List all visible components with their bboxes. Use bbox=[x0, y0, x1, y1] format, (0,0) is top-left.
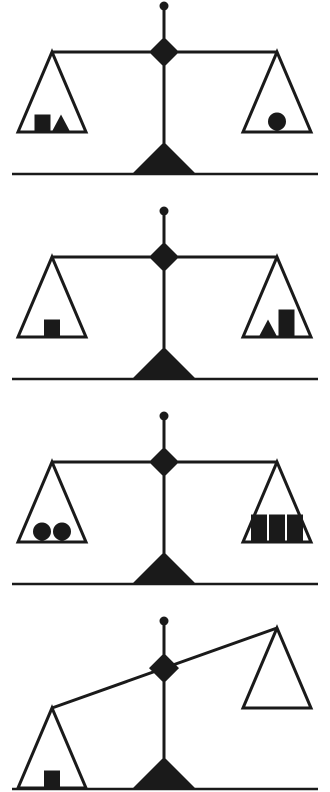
left-pan bbox=[18, 52, 86, 132]
left-item-square bbox=[35, 115, 51, 131]
right-item-tall-rectangle bbox=[251, 515, 267, 541]
scale-2 bbox=[12, 207, 318, 380]
scale-3 bbox=[12, 412, 318, 585]
left-item-circle bbox=[53, 523, 71, 541]
left-item-square bbox=[44, 771, 60, 787]
pivot-diamond bbox=[149, 242, 179, 272]
left-item-square bbox=[44, 320, 60, 336]
right-pan bbox=[243, 257, 311, 337]
scale-1 bbox=[12, 2, 318, 175]
left-pan bbox=[18, 462, 86, 542]
right-item-tall-rectangle bbox=[269, 515, 285, 541]
scale-4 bbox=[12, 617, 318, 790]
pivot-diamond bbox=[149, 37, 179, 67]
post-knob bbox=[160, 617, 169, 626]
left-item-triangle bbox=[53, 115, 70, 131]
post-knob bbox=[160, 207, 169, 216]
post-knob bbox=[160, 412, 169, 421]
left-item-circle bbox=[33, 523, 51, 541]
right-item-tall-rectangle bbox=[279, 310, 295, 336]
right-item-triangle bbox=[260, 320, 277, 336]
post-knob bbox=[160, 2, 169, 11]
right-item-circle bbox=[268, 113, 286, 131]
pivot-diamond bbox=[149, 447, 179, 477]
pivot-diamond bbox=[149, 653, 179, 683]
right-item-tall-rectangle bbox=[287, 515, 303, 541]
right-pan bbox=[243, 628, 311, 708]
